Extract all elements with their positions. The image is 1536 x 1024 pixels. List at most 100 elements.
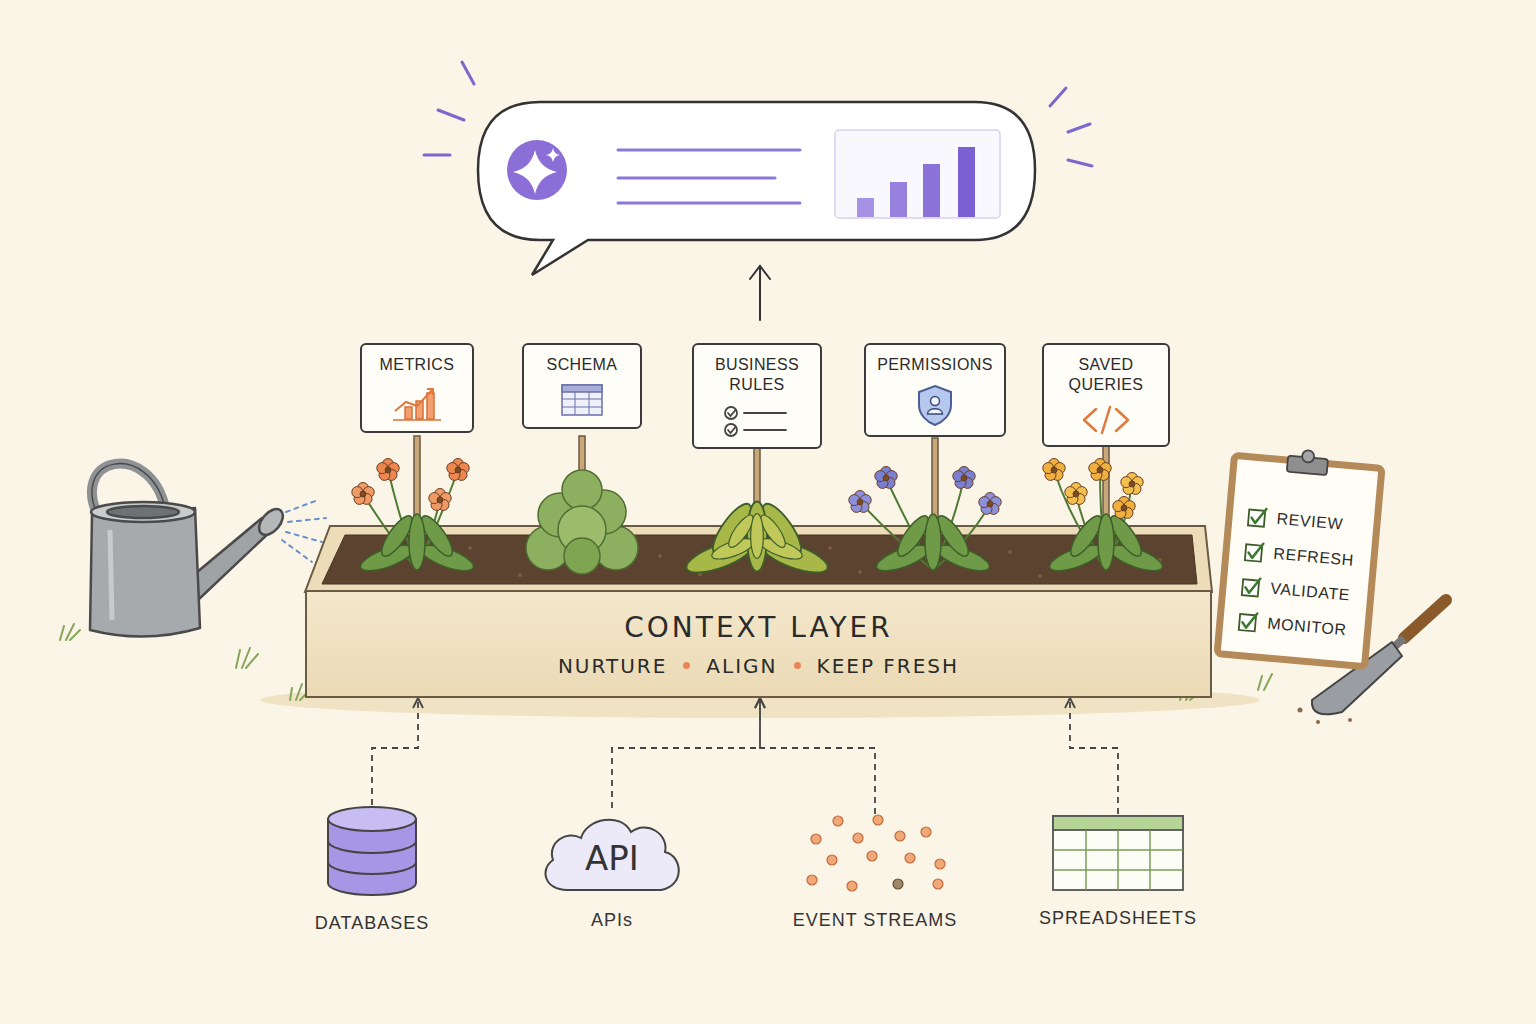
output-arrow [750,266,770,320]
icon-label: API [527,808,697,878]
code-icon [1084,409,1096,431]
raised-bed-top [1038,574,1042,578]
sparkle-dashes [1068,160,1092,166]
sparkle-dashes [438,110,464,120]
schema-icon [562,399,602,400]
yellow-flower-plant [1043,459,1065,481]
checklist-item: VALIDATE [1270,579,1351,604]
grass-tufts [60,624,80,640]
sparkle-dashes [462,62,474,84]
raised-bed-top [518,573,522,577]
checklist-row: REVIEW [1245,498,1358,543]
event-dots-icon [873,815,883,825]
yellow-flower-plant [1121,473,1143,495]
event-dots-icon [935,859,945,869]
spreadsheet-icon [1053,869,1183,871]
garden-trowel [1404,600,1446,638]
rules-icon [744,429,786,431]
yellow-flower-plant [1089,459,1111,481]
garden-trowel [1348,718,1352,722]
event-dots-icon [800,814,950,894]
shield-icon [928,409,943,414]
orange-flower-plant [352,459,477,577]
plant-sign: BUSINESS RULES [692,343,822,449]
watering-can [91,502,195,522]
orange-flower-plant [358,512,477,576]
assistant-bubble [835,130,1000,218]
shield-icon [931,397,940,406]
separator-dot [683,662,690,669]
rules-icon [725,407,737,419]
orange-flower-plant [352,483,374,505]
spreadsheet-icon [1053,816,1183,830]
leafy-plant [683,499,831,579]
checkbox-icon [1242,612,1257,628]
checkbox-icon [1237,609,1261,633]
metrics-icon [393,419,441,421]
orange-flower-plant [447,459,469,481]
watering-can [90,464,288,637]
clipboard-clip [1302,450,1315,463]
data-source: APIAPIs [527,808,697,931]
sign-label: METRICS [370,355,464,375]
plant-sign: METRICS [360,343,474,433]
rules-icon [744,412,786,414]
bed-title: CONTEXT LAYER [624,611,893,644]
source-caption: SPREADSHEETS [1033,908,1203,929]
source-caption: EVENT STREAMS [790,910,960,931]
spreadsheet-icon [1053,849,1183,851]
raised-bed-top [1008,550,1012,554]
shield-icon [915,383,955,427]
database-icon [322,805,422,897]
blue-flower-plant [849,491,871,513]
garden-trowel [1298,708,1303,713]
rules-icon [725,407,786,436]
schema-icon [562,385,602,415]
event-dots-icon [933,879,943,889]
event-dots-icon [847,881,857,891]
checkbox-icon [1240,575,1264,599]
schema-icon [562,392,602,415]
plant-sign: PERMISSIONS [864,343,1006,437]
raised-bed: CONTEXT LAYERNURTUREALIGNKEEP FRESH [305,590,1212,698]
separator-dot [794,662,801,669]
metrics-icon [389,383,445,423]
checklist-row: VALIDATE [1239,568,1352,613]
schema-icon [560,383,604,419]
event-dots-icon [853,833,863,843]
assistant-bubble [618,202,800,205]
sign-label: PERMISSIONS [874,355,996,375]
data-source: DATABASES [287,805,457,934]
water-spray [286,500,318,512]
database-icon [328,807,416,831]
spreadsheet-icon [1053,830,1183,890]
blue-flower-plant [875,467,897,489]
garden-trowel [1316,720,1320,724]
water-spray [286,532,322,542]
assistant-bubble [857,198,874,217]
metrics-icon [427,389,433,395]
event-dots-icon [827,855,837,865]
blue-flower-plant [874,512,993,576]
event-dots-icon [895,831,905,841]
bed-motto: ALIGN [706,654,777,678]
assistant-bubble [618,150,800,203]
assistant-bubble [618,177,775,180]
garden-trowel [1298,708,1353,725]
source-icon-wrap: API [527,808,697,894]
assistant-bubble [546,148,560,162]
database-icon [328,862,416,874]
assistant-bubble [923,164,940,217]
blue-flower-plant [979,493,1001,515]
leafy-plant [683,499,831,579]
blue-flower-plant [953,467,975,489]
checklist-row: MONITOR [1236,603,1349,648]
checklist-item: REFRESH [1273,544,1355,569]
raised-bed-top [858,570,862,574]
raised-bed-top [828,546,832,550]
metrics-icon [405,393,434,419]
data-source: SPREADSHEETS [1033,814,1203,929]
source-icon-wrap [1033,814,1203,892]
task-clipboard: REVIEWREFRESH VALIDATEMONITOR [1213,452,1385,671]
